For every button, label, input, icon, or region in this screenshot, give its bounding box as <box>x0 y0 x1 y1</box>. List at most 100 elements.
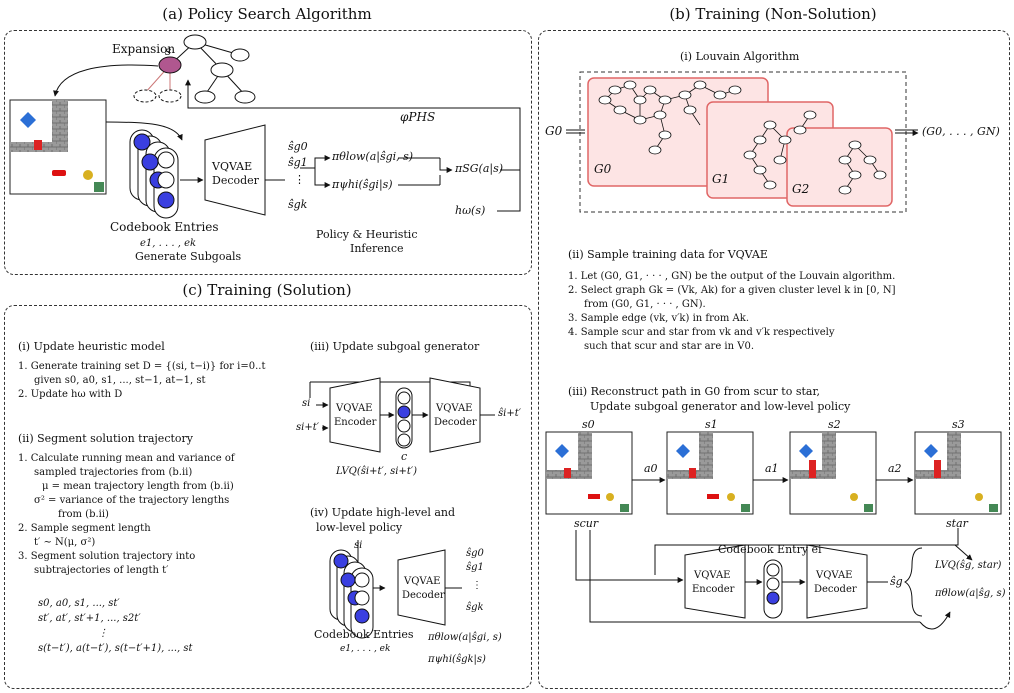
subgoal-dots-c: ⋮ <box>472 580 482 591</box>
s-g-label: ŝg <box>890 575 903 588</box>
codebook-stack-c <box>329 549 374 639</box>
pi-low-b: πθlow(a|ŝg, s) <box>935 588 1006 599</box>
state-s2: s2 <box>828 418 841 431</box>
traj-line-1: s0, a0, s1, ..., st′ <box>38 598 120 609</box>
codebook-entries-c: Codebook Entries <box>314 628 414 641</box>
heur-item-1: 1. Generate training set D = {(si, t−i)}… <box>18 361 266 372</box>
state-s1: s1 <box>705 418 718 431</box>
pi-low-a: πθlow(a|ŝgi, s) <box>332 150 414 163</box>
panel-a-title: (a) Policy Search Algorithm <box>162 5 372 23</box>
inference-label-2: Inference <box>350 242 404 255</box>
decoder-c: Decoder <box>434 417 477 428</box>
g0-input: G0 <box>545 124 563 138</box>
codebook-range-c: e1, . . . , ek <box>340 644 391 654</box>
traj-lines: s0, a0, s1, ..., st′ st′, at′, st′+1, ..… <box>38 596 193 656</box>
sample-item-1-text: Let (G0, G1, · · · , GN) be the output o… <box>580 271 896 282</box>
subgoal-k-c: ŝgk <box>466 602 484 613</box>
traj-line-4: s(t−t′), a(t−t′), s(t−t′+1), ..., st <box>38 643 193 654</box>
seg-item-1c-text: μ = mean trajectory length from (b.ii) <box>42 481 234 492</box>
subgoal-dots-a: ⋮ <box>294 173 305 186</box>
subgoal-0-c: ŝg0 <box>466 548 484 559</box>
seg-title: (ii) Segment solution trajectory <box>18 432 193 445</box>
encoder-c: Encoder <box>334 417 377 428</box>
inference-label-1: Policy & Heuristic <box>316 228 418 241</box>
codebook-range-a: e1, . . . , ek <box>140 238 197 249</box>
seg-item-1b-text: sampled trajectories from (b.ii) <box>34 467 193 478</box>
subgoal-1-a: ŝg1 <box>288 156 308 169</box>
encoder-label-b: Encoder <box>692 584 735 595</box>
codebook-entry-b <box>763 559 783 619</box>
s-hat-c: ŝi+t′ <box>498 408 521 419</box>
heur-item-1b: given s0, a0, s1, ..., st−1, at−1, st <box>18 374 265 388</box>
sample-item-2b: from (G0, G1, · · · , GN). <box>568 298 896 312</box>
traj-line-3: ⋮ <box>98 628 108 639</box>
sample-item-4b: such that scur and star are in V0. <box>568 340 896 354</box>
seg-item-1d: σ² = variance of the trajectory lengths <box>18 494 235 508</box>
seg-item-1-text: Calculate running mean and variance of <box>30 453 235 464</box>
trajectory-frames <box>545 431 1002 515</box>
seg-item-1e: from (b.ii) <box>18 508 235 522</box>
pi-sg-a: πSG(a|s) <box>455 162 504 175</box>
state-s3: s3 <box>952 418 965 431</box>
sg-title: (iii) Update subgoal generator <box>310 340 480 353</box>
si-label: si <box>302 398 311 409</box>
expansion-label: Expansion <box>112 42 176 56</box>
sample-item-4b-text: such that scur and star are in V0. <box>584 341 755 352</box>
generate-subgoals-label: Generate Subgoals <box>135 250 242 263</box>
sample-title: (ii) Sample training data for VQVAE <box>568 248 768 261</box>
seg-list: 1. Calculate running mean and variance o… <box>18 452 235 578</box>
action-a1: a1 <box>765 462 779 475</box>
louvain-graph-g0 <box>598 80 742 155</box>
seg-item-3: 3. Segment solution trajectory into <box>18 551 196 562</box>
panel-a-frame <box>4 30 532 275</box>
codebook-stack-a <box>129 129 179 219</box>
pi-hi-a: πψhi(ŝgi|s) <box>332 178 393 191</box>
loss-c: LVQ(ŝi+t′, si+t′) <box>336 466 418 477</box>
hl-title: (iv) Update high-level and <box>310 506 456 519</box>
vqvae-label-a: VQVAE <box>212 160 253 173</box>
subgoal-k-a: ŝgk <box>288 198 308 211</box>
sample-item-4: 4. Sample scur and star from vk and v′k … <box>568 327 835 338</box>
seg-item-1d-text: σ² = variance of the trajectory lengths <box>34 495 230 506</box>
vqvae-dec-label-b: VQVAE <box>816 570 853 581</box>
louvain-title: (i) Louvain Algorithm <box>680 50 800 63</box>
subgoal-0-a: ŝg0 <box>288 140 308 153</box>
h-omega-a: hω(s) <box>455 204 486 217</box>
seg-item-2: 2. Sample segment length <box>18 523 151 534</box>
sample-item-4-text: Sample scur and star from vk and v′k res… <box>580 327 835 338</box>
hl-title-2: low-level policy <box>316 521 403 534</box>
graph-label-g0: G0 <box>594 162 612 176</box>
panel-b-frame <box>538 30 1010 689</box>
loss-vq-b: LVQ(ŝg, star) <box>935 560 1002 571</box>
action-a0: a0 <box>644 462 658 475</box>
seg-item-3b: subtrajectories of length t′ <box>18 564 235 578</box>
codebook-c-iii <box>395 387 413 449</box>
vqvae-enc-label-b: VQVAE <box>694 570 731 581</box>
si-label-iv: si <box>354 540 363 551</box>
g-output: (G0, . . . , GN) <box>922 125 1000 138</box>
c-label: c <box>401 450 408 463</box>
game-grid-a <box>9 99 107 195</box>
reconstruct-title: (iii) Reconstruct path in G0 from scur t… <box>568 385 820 398</box>
vqvae-iv: VQVAE <box>404 576 441 587</box>
seg-item-2b: t′ ∼ N(μ, σ²) <box>18 536 235 550</box>
s-tar-label: star <box>946 517 968 530</box>
louvain-graph-g2 <box>838 140 887 195</box>
codebook-entries-a: Codebook Entries <box>110 220 219 234</box>
seg-item-1e-text: from (b.ii) <box>58 509 109 520</box>
seg-item-1b: sampled trajectories from (b.ii) <box>18 466 235 480</box>
panel-b-title: (b) Training (Non-Solution) <box>669 5 877 23</box>
search-tree <box>133 34 256 104</box>
graph-label-g2: G2 <box>792 182 810 196</box>
vqvae-dec-c: VQVAE <box>436 403 473 414</box>
louvain-graph-g1 <box>743 110 817 190</box>
sample-item-3: 3. Sample edge (vk, v′k) in from Ak. <box>568 313 750 324</box>
panel-c-frame <box>4 305 532 689</box>
heur-item-1-text: Generate training set D = {(si, t−i)} fo… <box>30 361 266 372</box>
traj-line-2: st′, at′, st′+1, ..., s2t′ <box>38 613 141 624</box>
action-a2: a2 <box>888 462 902 475</box>
seg-item-1: 1. Calculate running mean and variance o… <box>18 453 235 464</box>
sample-item-1: 1. Let (G0, G1, · · · , GN) be the outpu… <box>568 271 896 282</box>
node-s-label: s <box>165 44 172 58</box>
